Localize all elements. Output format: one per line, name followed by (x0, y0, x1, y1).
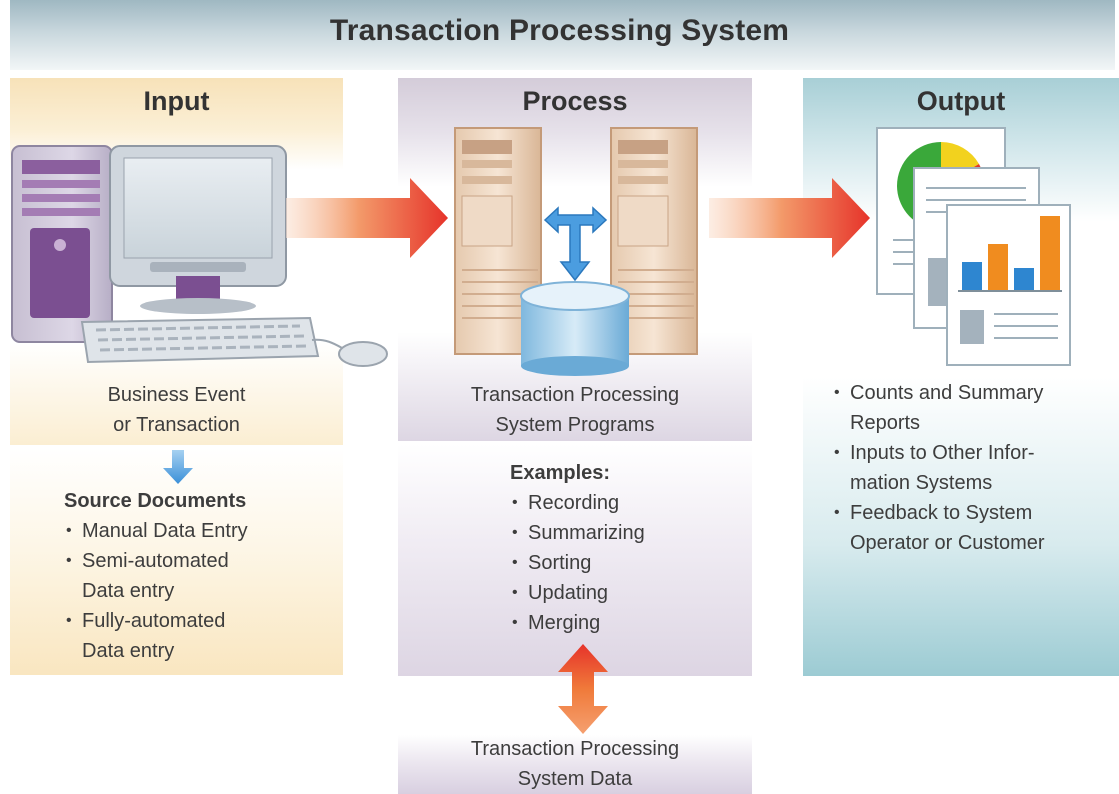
list-item: Feedback to System (832, 498, 1112, 528)
input-caption-line2: or Transaction (113, 414, 240, 436)
process-caption: Transaction Processing System Programs (398, 380, 752, 440)
list-item: Inputs to Other Infor- (832, 438, 1112, 468)
list-item: Manual Data Entry (64, 516, 334, 546)
list-item: Merging (510, 608, 730, 638)
process-to-output-arrow (709, 178, 870, 258)
source-documents-list: Source Documents Manual Data Entry Semi-… (64, 486, 334, 666)
list-item: Recording (510, 488, 730, 518)
title-band (10, 0, 1115, 70)
input-caption: Business Event or Transaction (10, 380, 343, 440)
list-item: Sorting (510, 548, 730, 578)
source-documents-heading: Source Documents (64, 490, 247, 512)
list-item: Semi-automated (64, 546, 334, 576)
examples-list: Examples: Recording Summarizing Sorting … (510, 458, 730, 638)
list-item-continuation: Data entry (82, 580, 175, 602)
process-heading: Process (522, 86, 628, 116)
examples-heading: Examples: (510, 462, 611, 484)
input-to-process-arrow (286, 178, 448, 258)
system-data-line2: System Data (517, 768, 633, 790)
list-item-continuation: mation Systems (850, 472, 993, 494)
list-item-continuation: Reports (850, 412, 921, 434)
system-data-line1: Transaction Processing (470, 738, 680, 760)
list-item-continuation: Operator or Customer (850, 532, 1045, 554)
list-item: Summarizing (510, 518, 730, 548)
list-item: Updating (510, 578, 730, 608)
list-item-continuation: Data entry (82, 640, 175, 662)
system-data-panel (398, 735, 752, 794)
system-data-caption: Transaction Processing System Data (398, 734, 752, 794)
process-caption-line2: System Programs (495, 414, 655, 436)
input-caption-line1: Business Event (107, 384, 246, 406)
diagram-title: Transaction Processing System (329, 14, 790, 47)
source-docs-arrow (163, 450, 193, 484)
input-heading: Input (143, 86, 210, 116)
list-item: Fully-automated (64, 606, 334, 636)
list-item: Counts and Summary (832, 378, 1112, 408)
data-exchange-arrow (558, 644, 608, 734)
process-caption-line1: Transaction Processing (470, 384, 680, 406)
output-heading: Output (916, 86, 1006, 116)
output-list: Counts and Summary Reports Inputs to Oth… (832, 378, 1112, 558)
